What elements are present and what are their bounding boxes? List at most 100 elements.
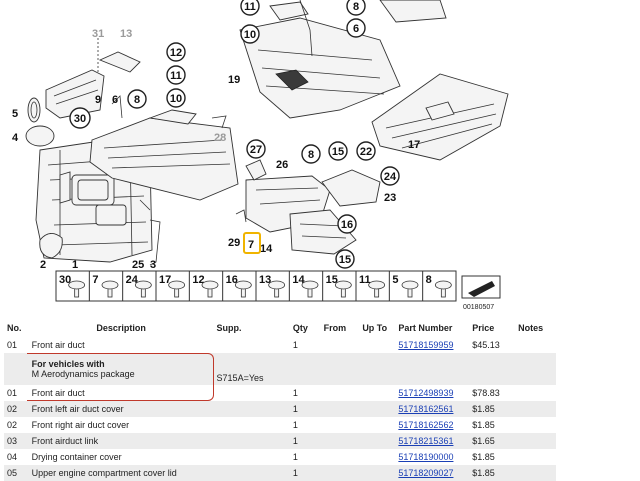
part-number-link[interactable]: 51718190000 (398, 452, 454, 462)
fastener-icon (368, 280, 386, 298)
label-31[interactable]: 31 (92, 28, 104, 40)
label-3[interactable]: 3 (150, 259, 156, 271)
label-17[interactable]: 17 (408, 139, 420, 151)
row-notes (515, 401, 556, 417)
label-2[interactable]: 2 (40, 259, 46, 271)
header-qty[interactable]: Qty (289, 320, 321, 337)
strip-cell-13[interactable]: 13 (255, 271, 286, 301)
header-no[interactable]: No. (4, 320, 29, 337)
callout-11[interactable]: 11 (166, 65, 186, 85)
header-notes[interactable]: Notes (515, 320, 556, 337)
fastener-icon (168, 280, 186, 298)
label-9[interactable]: 9 (95, 94, 101, 106)
label-28[interactable]: 28 (214, 132, 226, 144)
header-from[interactable]: From (320, 320, 360, 337)
row-description: Upper engine compartment cover lid (28, 465, 214, 481)
row-notes (515, 465, 556, 481)
callout-22[interactable]: 22 (356, 141, 376, 161)
note-line-1: For vehicles with (31, 359, 105, 369)
label-5[interactable]: 5 (12, 108, 18, 120)
label-14[interactable]: 14 (260, 243, 273, 255)
table-row[interactable]: 02 Front right air duct cover 1 51718162… (4, 417, 556, 433)
strip-cell-15[interactable]: 15 (322, 271, 352, 301)
label-29[interactable]: 29 (228, 237, 240, 249)
strip-cell-12[interactable]: 12 (188, 271, 219, 301)
row-qty: 1 (289, 336, 321, 353)
table-row[interactable]: 03 Front airduct link 1 51718215361 $1.6… (4, 433, 556, 449)
part-number-link[interactable]: 51718162561 (398, 404, 454, 414)
label-4[interactable]: 4 (12, 132, 19, 144)
svg-text:16: 16 (341, 219, 353, 231)
callout-27[interactable]: 27 (246, 139, 266, 159)
row-from (320, 465, 360, 481)
svg-text:6: 6 (353, 23, 359, 35)
callout-6-top[interactable]: 6 (346, 18, 366, 38)
header-upto[interactable]: Up To (359, 320, 396, 337)
table-row[interactable]: 02 Front left air duct cover 1 517181625… (4, 401, 556, 417)
header-supp[interactable]: Supp. (213, 320, 290, 337)
callout-11-top[interactable]: 11 (240, 0, 260, 16)
table-row[interactable]: 01 Front air duct 1 51712498939 $78.83 (4, 385, 556, 401)
strip-label: 16 (226, 274, 238, 286)
strip-cell-14[interactable]: 14 (288, 271, 319, 301)
header-description[interactable]: Description (28, 320, 214, 337)
svg-text:11: 11 (170, 70, 182, 82)
header-part-number[interactable]: Part Number (395, 320, 470, 337)
strip-cell-16[interactable]: 16 (222, 271, 252, 301)
part-number-link[interactable]: 51718209027 (398, 468, 454, 478)
part-number-link[interactable]: 51718159959 (398, 340, 454, 350)
label-26[interactable]: 26 (276, 159, 288, 171)
part-number-link[interactable]: 51718215361 (398, 436, 454, 446)
callout-10[interactable]: 10 (166, 88, 186, 108)
strip-label: 14 (292, 274, 305, 286)
callout-10-top[interactable]: 10 (240, 24, 260, 44)
row-part-number-cell: 51718215361 (395, 433, 470, 449)
fastener-icon (334, 280, 352, 298)
part-number-link[interactable]: 51712498939 (398, 388, 454, 398)
strip-cell-7[interactable]: 7 (88, 271, 119, 301)
row-price: $1.85 (469, 417, 516, 433)
table-row[interactable]: 04 Drying container cover 1 51718190000 … (4, 449, 556, 465)
strip-cell-11[interactable]: 11 (355, 271, 386, 301)
callout-16[interactable]: 16 (337, 214, 357, 234)
fastener-icon (301, 280, 319, 298)
callout-12[interactable]: 12 (166, 42, 186, 62)
label-13[interactable]: 13 (120, 28, 132, 40)
label-25[interactable]: 25 (132, 259, 144, 271)
strip-cell-5[interactable]: 5 (388, 271, 419, 301)
header-price[interactable]: Price (469, 320, 516, 337)
svg-text:15: 15 (339, 254, 351, 266)
label-19[interactable]: 19 (228, 74, 240, 86)
label-6[interactable]: 6 (112, 94, 118, 106)
strip-cell-24[interactable]: 24 (122, 271, 152, 301)
callout-8[interactable]: 8 (127, 89, 147, 109)
row-upto (359, 449, 396, 465)
note-supp: S715A=Yes (213, 353, 290, 385)
table-row[interactable]: 05 Upper engine compartment cover lid 1 … (4, 465, 556, 481)
table-note-row: For vehicles with M Aerodynamics package… (4, 353, 556, 385)
row-price: $78.83 (469, 385, 516, 401)
strip-cell-8[interactable]: 8 (422, 271, 452, 301)
callout-30[interactable]: 30 (69, 107, 91, 129)
fastener-icon (201, 280, 219, 298)
table-row[interactable]: 01 Front air duct 1 51718159959 $45.13 (4, 336, 556, 353)
row-no: 04 (4, 449, 29, 465)
callout-24[interactable]: 24 (380, 166, 400, 186)
strip-cell-17[interactable]: 17 (155, 271, 186, 301)
callout-15-low[interactable]: 15 (335, 249, 355, 269)
part-number-link[interactable]: 51718162562 (398, 420, 454, 430)
row-no: 01 (4, 336, 29, 353)
callout-15[interactable]: 15 (328, 141, 348, 161)
label-1[interactable]: 1 (72, 259, 78, 271)
row-supp (213, 385, 290, 401)
label-7[interactable]: 7 (248, 239, 254, 251)
strip-label: 30 (59, 274, 71, 286)
row-no: 02 (4, 417, 29, 433)
parts-table: No. Description Supp. Qty From Up To Par… (4, 320, 556, 481)
callout-8-mid[interactable]: 8 (301, 144, 321, 164)
strip-cell-30[interactable]: 30 (59, 274, 86, 298)
svg-text:22: 22 (360, 146, 372, 158)
table-header-row: No. Description Supp. Qty From Up To Par… (4, 320, 556, 337)
callout-8-top[interactable]: 8 (346, 0, 366, 16)
label-23[interactable]: 23 (384, 192, 396, 204)
